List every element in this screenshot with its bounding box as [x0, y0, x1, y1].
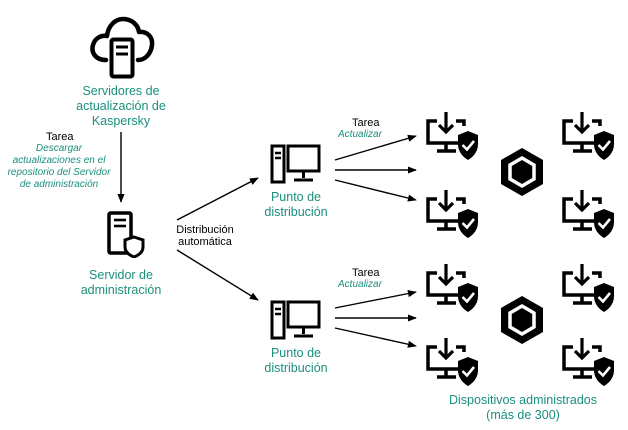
managed-device-icon	[426, 338, 478, 386]
hexagon-icon	[501, 296, 543, 344]
label-line: automática	[178, 236, 232, 248]
arrow-admin-to-dp-top	[176, 177, 259, 221]
label-line: distribución	[264, 361, 328, 375]
update-task-bottom-label: Tarea Actualizar	[338, 267, 382, 291]
distribution-point-top-icon	[270, 144, 321, 184]
label-line: Distribución	[176, 224, 234, 236]
distribution-point-bottom-icon	[270, 300, 321, 340]
managed-device-icon	[426, 112, 478, 160]
distribution-point-top-label: Punto de distribución	[256, 190, 336, 220]
managed-device-icon	[562, 112, 614, 160]
arrow-dp-bottom-device-1	[334, 290, 417, 309]
task-name-line: repositorio del Servidor	[7, 167, 111, 178]
task-name: Actualizar	[338, 279, 382, 290]
cloud-server-icon	[90, 16, 155, 79]
label-line: administración	[80, 283, 162, 297]
managed-device-icon	[562, 338, 614, 386]
download-task-label: Tarea Descargar actualizaciones en el re…	[2, 131, 116, 191]
arrow-dp-bottom-device-3	[334, 327, 417, 348]
task-title: Tarea	[46, 131, 74, 143]
label-line: Punto de	[270, 346, 322, 360]
managed-device-icon	[562, 264, 614, 312]
label-line: distribución	[264, 205, 328, 219]
task-name-line: Descargar	[35, 143, 83, 154]
arrow-dp-top-device-3	[334, 179, 417, 202]
task-name-line: de administración	[19, 179, 99, 190]
hexagon-icon	[501, 148, 543, 196]
label-line: Servidor de	[89, 268, 153, 282]
task-name-line: actualizaciones en el	[12, 155, 106, 166]
label-line: (más de 300)	[486, 408, 560, 422]
arrow-admin-to-dp-bottom	[176, 249, 259, 301]
label-line: Punto de	[270, 190, 322, 204]
managed-device-icon	[426, 190, 478, 238]
administration-server-label: Servidor de administración	[66, 268, 176, 298]
arrow-dp-top-device-1	[334, 134, 417, 161]
admin-server-icon	[107, 211, 145, 258]
automatic-distribution-label: Distribución automática	[170, 224, 240, 248]
task-name: Actualizar	[338, 129, 382, 140]
kaspersky-update-servers-label: Servidores de actualización de Kaspersky	[66, 84, 176, 129]
label-line: actualización de	[76, 99, 166, 113]
managed-device-icon	[562, 190, 614, 238]
update-task-top-label: Tarea Actualizar	[338, 117, 382, 141]
task-title: Tarea	[352, 117, 380, 129]
managed-devices-label: Dispositivos administrados (más de 300)	[428, 393, 618, 423]
distribution-point-bottom-label: Punto de distribución	[256, 346, 336, 376]
managed-device-icon	[426, 264, 478, 312]
label-line: Servidores de	[82, 84, 160, 98]
task-title: Tarea	[352, 267, 380, 279]
label-line: Kaspersky	[91, 114, 151, 128]
label-line: Dispositivos administrados	[449, 393, 597, 407]
